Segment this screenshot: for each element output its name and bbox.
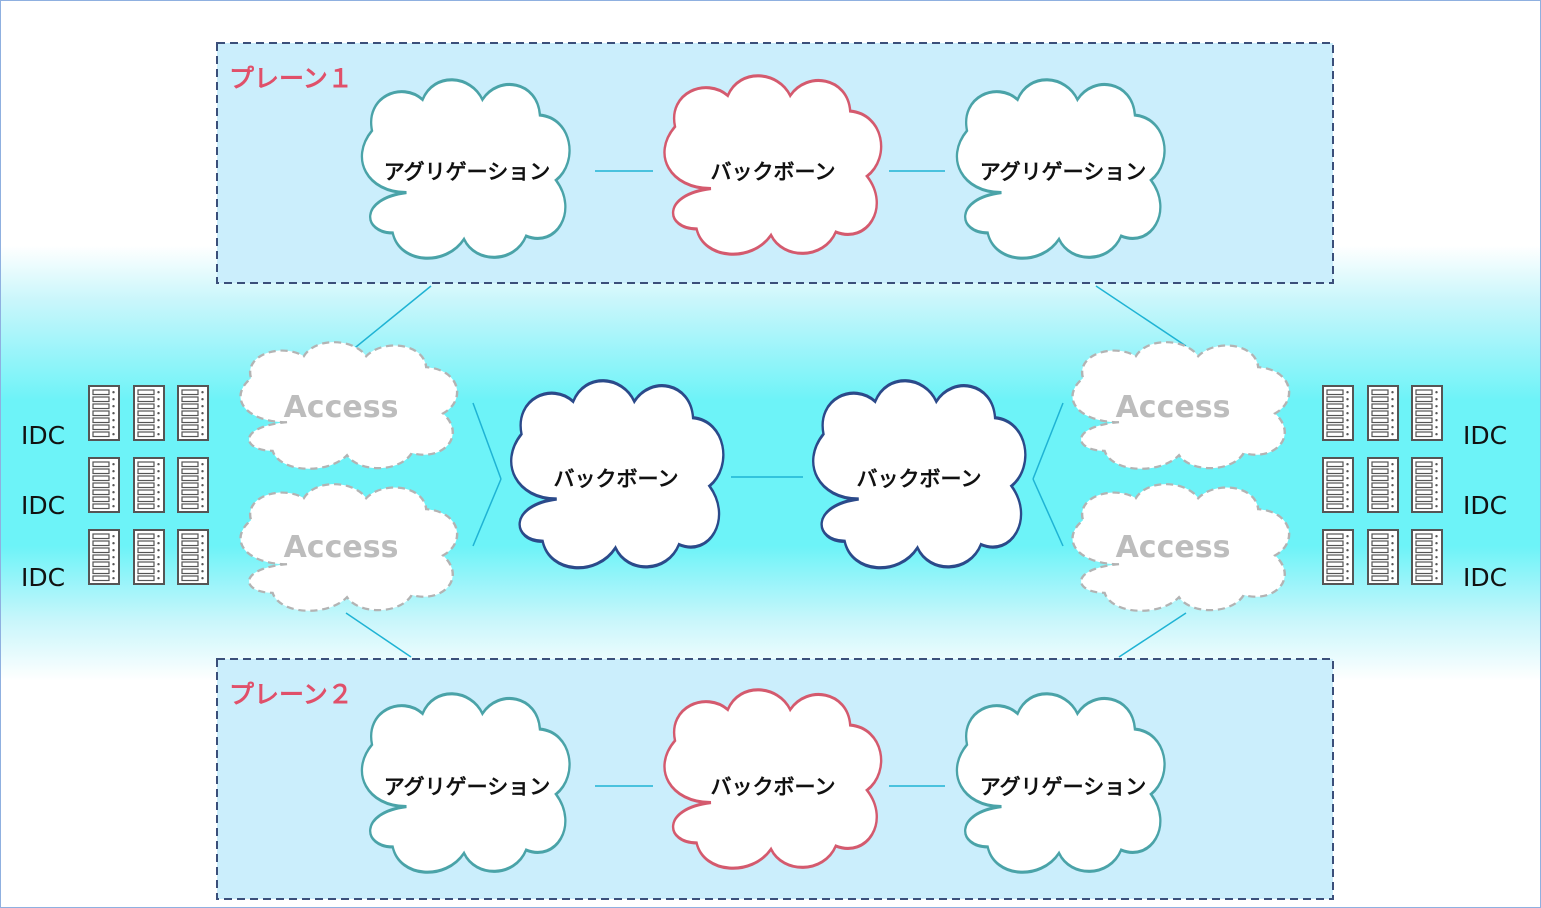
links	[345, 170, 1209, 787]
access-label: Access	[1116, 530, 1231, 565]
server-rack-icon	[133, 529, 165, 585]
server-rack-icon	[1411, 385, 1443, 441]
server-rack-icon	[1367, 529, 1399, 585]
access-cloud-left-bottom: Access	[239, 482, 459, 612]
aggregation-cloud-plane1-right: アグリゲーション	[955, 78, 1167, 260]
plane-1-title: プレーン１	[229, 64, 353, 93]
cloud-label: アグリゲーション	[980, 160, 1147, 184]
cloud-label: アグリゲーション	[980, 775, 1147, 799]
link	[345, 612, 412, 658]
server-rack-icon	[1411, 457, 1443, 513]
aggregation-cloud-plane2-right: アグリゲーション	[955, 692, 1167, 874]
idc-label-left-3: IDC	[21, 563, 65, 592]
link	[1118, 612, 1187, 658]
aggregation-cloud-plane2-left: アグリゲーション	[360, 692, 572, 874]
idc-label-left-2: IDC	[21, 491, 65, 520]
cloud-label: バックボーン	[711, 775, 836, 799]
link	[1032, 478, 1064, 547]
link	[1032, 402, 1064, 480]
access-label: Access	[1116, 390, 1231, 425]
link	[472, 402, 502, 480]
access-label: Access	[284, 530, 399, 565]
backbone-cloud-plane2: バックボーン	[662, 688, 883, 870]
server-rack-icon	[133, 385, 165, 441]
server-rack-icon	[1322, 385, 1354, 441]
cloud-label: バックボーン	[711, 160, 836, 184]
server-rack-icon	[133, 457, 165, 513]
server-rack-icon	[177, 529, 209, 585]
idc-label-right-1: IDC	[1463, 421, 1507, 450]
cloud-label: アグリゲーション	[384, 160, 551, 184]
backbone-cloud-plane1: バックボーン	[662, 74, 883, 256]
server-rack-icon	[177, 385, 209, 441]
cloud-label: バックボーン	[554, 467, 679, 491]
server-rack-icon	[88, 529, 120, 585]
link	[350, 285, 432, 352]
link	[1095, 285, 1187, 347]
idc-label-right-2: IDC	[1463, 491, 1507, 520]
backbone-cloud-middle-right: バックボーン	[811, 379, 1027, 570]
server-racks	[88, 385, 1443, 585]
server-rack-icon	[88, 385, 120, 441]
server-rack-icon	[1411, 529, 1443, 585]
access-cloud-left-top: Access	[239, 340, 459, 470]
server-rack-icon	[1322, 529, 1354, 585]
server-rack-icon	[1367, 385, 1399, 441]
access-label: Access	[284, 390, 399, 425]
server-rack-icon	[1367, 457, 1399, 513]
plane-2-title: プレーン２	[229, 680, 353, 709]
idc-label-right-3: IDC	[1463, 563, 1507, 592]
access-cloud-right-top: Access	[1071, 340, 1291, 470]
server-rack-icon	[177, 457, 209, 513]
server-rack-icon	[88, 457, 120, 513]
cloud-label: アグリゲーション	[384, 775, 551, 799]
access-cloud-right-bottom: Access	[1071, 482, 1291, 612]
server-rack-icon	[1322, 457, 1354, 513]
backbone-cloud-middle-left: バックボーン	[509, 379, 725, 570]
link	[472, 478, 502, 547]
cloud-label: バックボーン	[857, 467, 982, 491]
idc-label-left-1: IDC	[21, 421, 65, 450]
aggregation-cloud-plane1-left: アグリゲーション	[360, 78, 572, 260]
